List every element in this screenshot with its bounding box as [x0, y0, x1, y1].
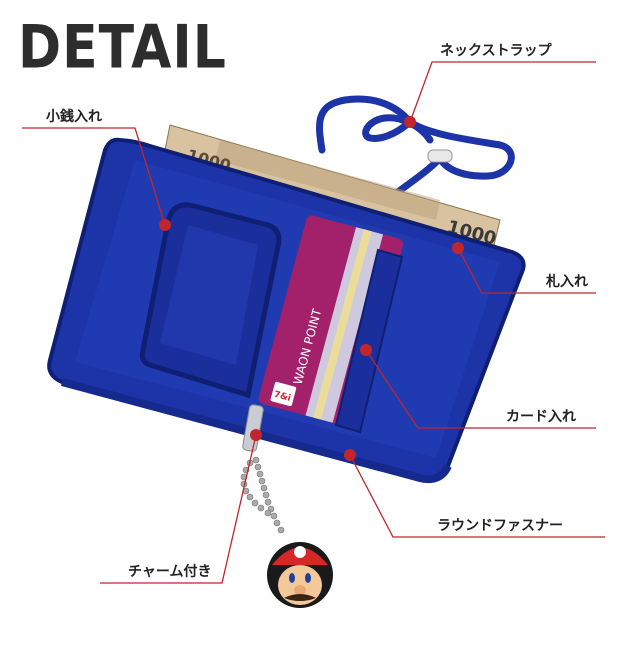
label-bill-pocket: 札入れ [546, 274, 588, 290]
label-neck-strap: ネックストラップ [440, 43, 552, 59]
label-card-pocket: カード入れ [506, 409, 576, 425]
label-coin-pocket: 小銭入れ [46, 109, 102, 125]
charm-icon [267, 542, 333, 608]
callout-dots [159, 116, 464, 461]
strap-clip [427, 149, 453, 163]
ball-chain [240, 456, 285, 534]
coin-pocket-flap [139, 202, 282, 399]
card-band [334, 248, 404, 434]
callout-lines [22, 61, 605, 584]
zipper-pull [242, 404, 264, 452]
label-round-zipper: ラウンドファスナー [437, 518, 563, 534]
label-charm: チャーム付き [128, 564, 212, 580]
card-logo: 7&i [273, 390, 292, 404]
section-title: DETAIL [18, 13, 227, 83]
